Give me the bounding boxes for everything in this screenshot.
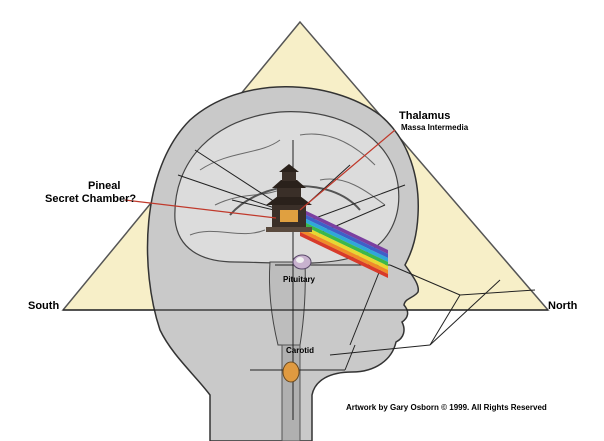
carotid-label: Carotid	[286, 346, 314, 355]
secret-chamber-label: Secret Chamber?	[45, 193, 137, 205]
brain-fold	[299, 133, 376, 166]
thalamus-pointer	[299, 129, 396, 211]
carotid-marker	[282, 361, 300, 383]
radial-line	[309, 184, 406, 221]
pineal-pointer	[124, 199, 277, 219]
face-line	[429, 294, 461, 346]
carotid-line	[344, 344, 356, 371]
massa-intermedia-label: Massa Intermedia	[401, 123, 469, 132]
brain-fold	[199, 139, 281, 171]
face-line	[459, 289, 536, 296]
pineal-label: Pineal	[88, 180, 121, 192]
pituitary-label: Pituitary	[283, 275, 316, 284]
spine	[281, 344, 301, 441]
temple-icon	[266, 164, 312, 232]
brain-fold	[319, 178, 386, 206]
south-label: South	[28, 300, 60, 312]
light-spectrum-beam	[300, 208, 388, 278]
brain-fold	[189, 229, 266, 236]
jaw-line	[349, 269, 381, 346]
face-line	[429, 279, 501, 346]
thalamus-label: Thalamus	[399, 110, 451, 122]
pituitary-highlight	[296, 257, 304, 263]
face-line	[389, 264, 461, 296]
jaw-line	[329, 344, 431, 356]
north-label: North	[548, 300, 578, 312]
artwork-credit: Artwork by Gary Osborn © 1999. All Right…	[346, 403, 547, 412]
